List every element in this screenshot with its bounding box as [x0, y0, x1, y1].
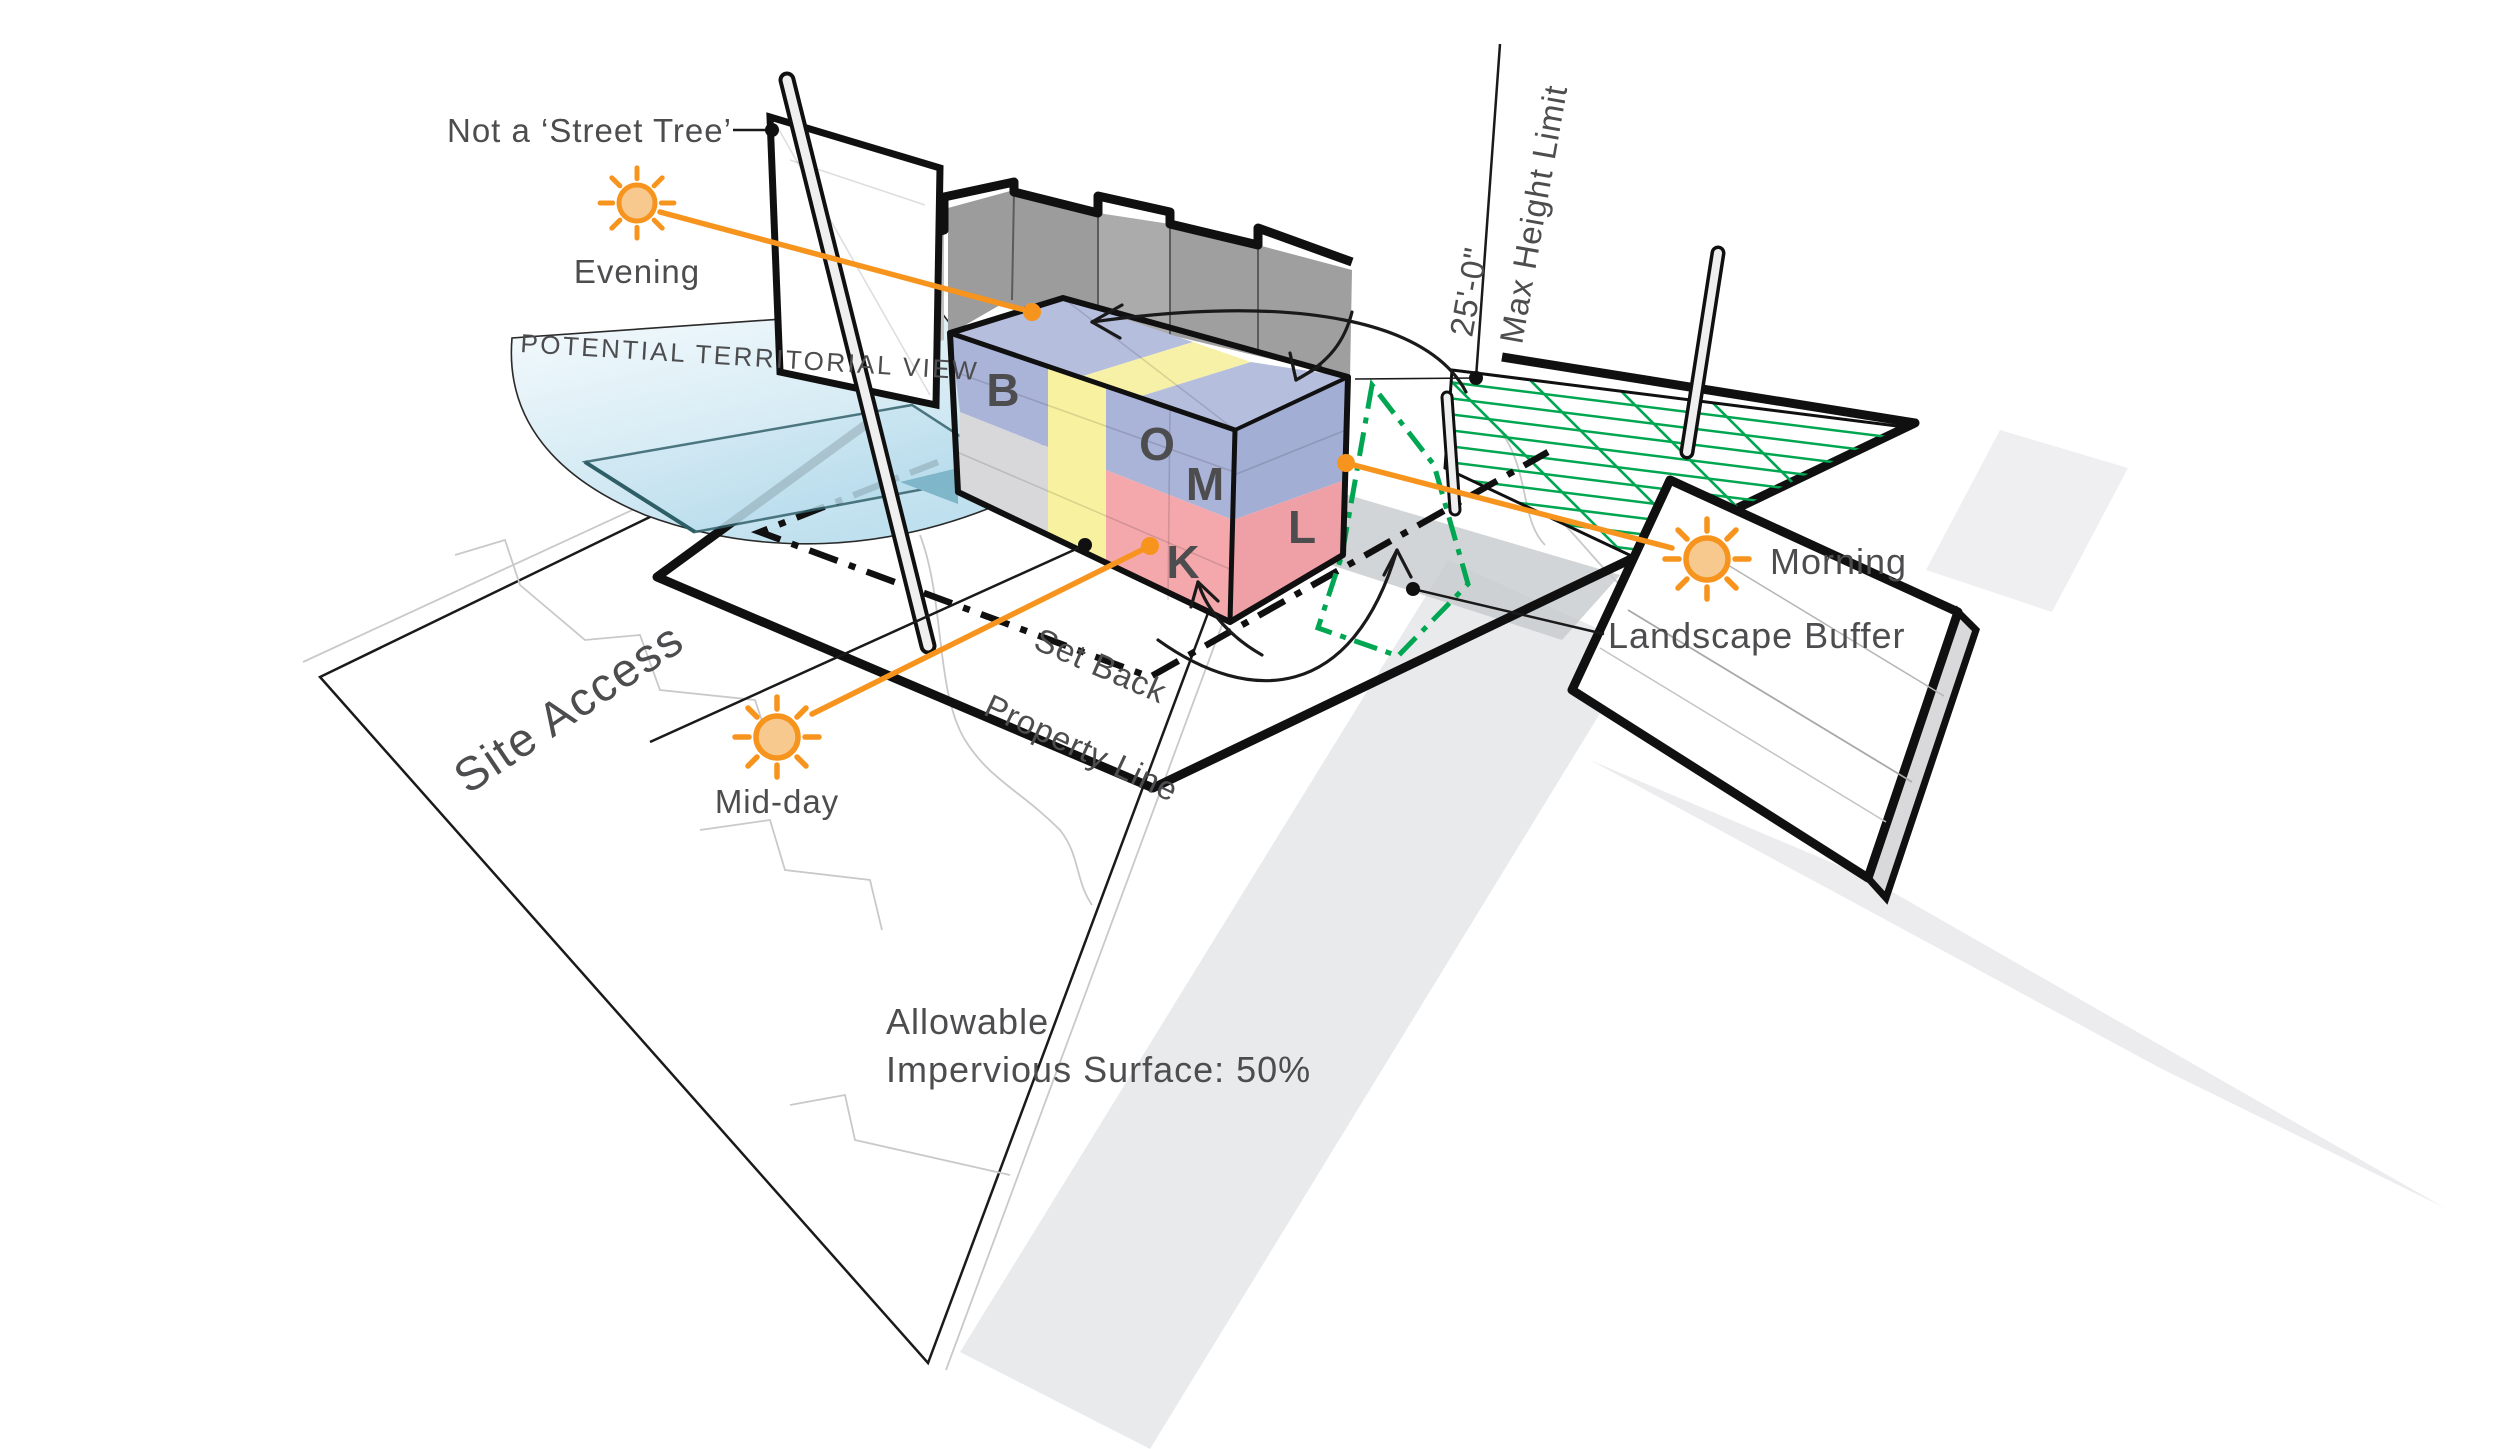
base-gray-face — [958, 412, 1048, 535]
landscape-buffer-leader — [1406, 582, 1605, 636]
upper-shadow-band — [1926, 430, 2128, 612]
midday-sun-icon — [732, 694, 822, 780]
morning-sun-icon — [1662, 516, 1752, 602]
sun-rays — [657, 209, 1675, 717]
roof-access-stripe — [1080, 342, 1251, 397]
unit-label-b: B — [986, 364, 1019, 416]
pole-right — [1679, 245, 1726, 460]
site-access-label: Site Access — [444, 611, 693, 803]
right-blue-face — [1233, 377, 1348, 520]
unit-label-m: M — [1186, 458, 1224, 510]
street-shadow-swath — [960, 560, 1640, 1449]
sun-ray-dots — [1023, 303, 1355, 555]
setback-label: Set Back — [1029, 620, 1172, 710]
midday-label: Mid-day — [715, 783, 839, 820]
unit-label-o: O — [1139, 418, 1175, 470]
street-tree-leader — [733, 123, 779, 137]
unit-b-face — [950, 333, 1048, 447]
height-limit-leader — [1354, 43, 1502, 385]
not-street-tree-label: Not a ‘Street Tree’ — [447, 112, 732, 149]
neighbor-building — [1567, 475, 1981, 905]
landscape-buffer-label: Landscape Buffer — [1608, 615, 1906, 656]
massing-shift-arrows — [1090, 303, 1468, 683]
evening-label: Evening — [574, 253, 700, 290]
unit-label-l: L — [1288, 501, 1316, 553]
impervious-note-line2: Impervious Surface: 50% — [886, 1049, 1311, 1090]
impervious-note-line1: Allowable — [886, 1001, 1049, 1042]
street-light-pole — [778, 71, 937, 655]
setback-line — [750, 449, 1550, 681]
site-access-leader — [649, 538, 1092, 744]
evening-sun-icon — [597, 165, 677, 241]
unit-l-face — [1230, 480, 1345, 622]
unit-label-k: K — [1166, 536, 1199, 588]
height-dimension-label: 25'-0" — [1442, 244, 1494, 339]
yellow-access-stripe — [1048, 366, 1106, 563]
site-contour-lines — [454, 429, 1701, 1176]
neighbor-building-shadow — [1590, 760, 2445, 1208]
roof-blue-left — [950, 298, 1193, 377]
morning-label: Morning — [1770, 541, 1907, 582]
max-height-limit-label: Max Height Limit — [1492, 82, 1574, 346]
